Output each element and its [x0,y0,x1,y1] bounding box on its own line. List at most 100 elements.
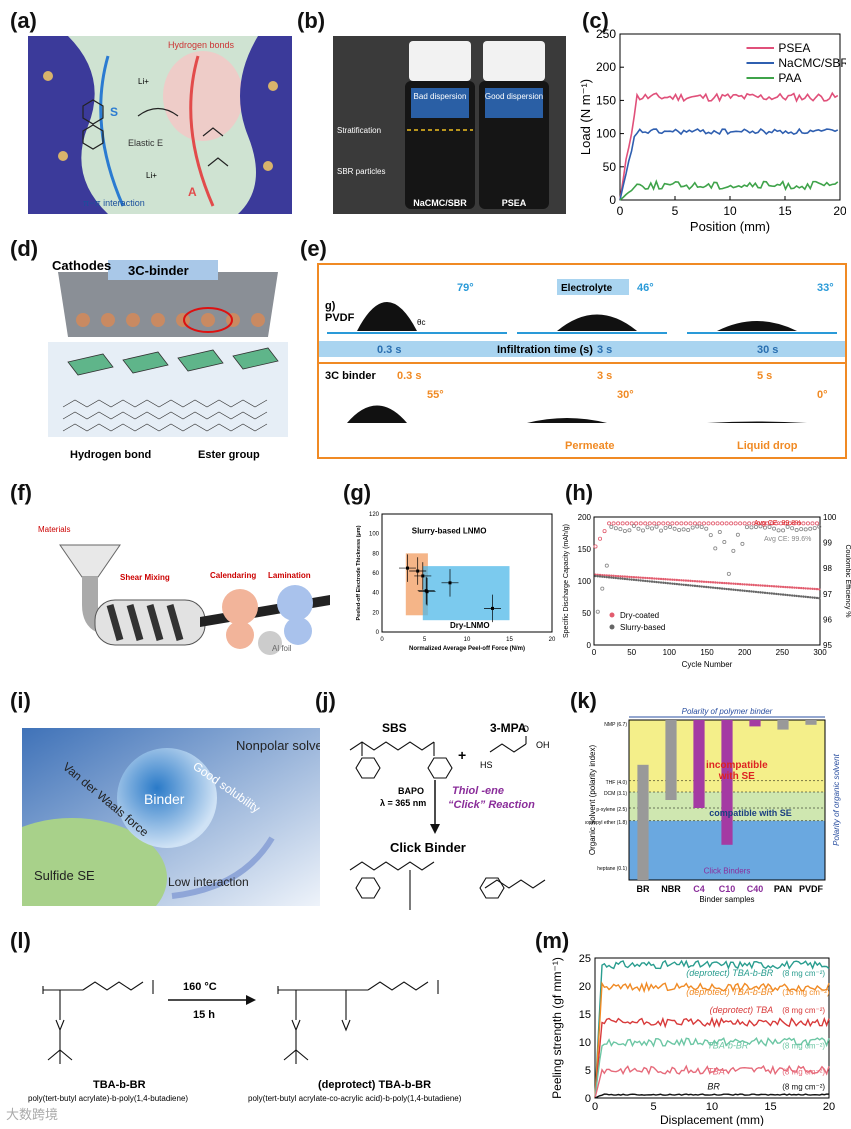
solvent-label: DCM (3.1) [604,791,627,797]
time-5-bottom: 5 s [757,370,772,382]
ce-point-dry [724,521,729,526]
y2-tick-label: 97 [823,590,832,599]
y-axis-label: Organic solvent (polarity index) [588,745,597,856]
x-axis-label: Normalized Average Peel-off Force (N/m) [409,646,525,652]
label-click-binders: Click Binders [704,867,751,876]
capacity-point-dry [707,580,710,584]
legend-label: PAA [778,71,801,85]
ce-point-slurry [645,525,650,530]
x-tick-label: 10 [723,204,737,218]
capacity-point-dry [630,575,633,579]
capacity-point-dry [799,586,803,590]
label-avg-ce-dry: Avg CE: 99.8% [754,520,801,527]
series-line [594,1036,830,1099]
capacity-point-dry [698,580,701,583]
label-hydrogen-bond: Hydrogen bond [70,449,151,461]
capacity-point-slurry [698,585,701,588]
binder-bar-nbr [665,720,677,800]
legend-marker [609,624,615,630]
ce-point-dry [683,521,688,526]
ce-point-dry [715,521,720,526]
capacity-point-slurry [668,582,672,585]
binder-bar-pan [777,720,789,730]
ce-point-slurry [663,525,668,530]
ce-point-slurry [722,540,727,545]
capacity-point-dry [711,581,715,584]
ce-point-dry [774,521,779,526]
capacity-point-dry [734,582,737,586]
plot-frame [381,513,553,633]
y-tick-label: 100 [578,577,592,586]
capacity-point-slurry [666,581,670,585]
capacity-point-slurry [637,579,640,582]
label-binder: Binder [144,791,185,807]
ce-point-dry [616,521,621,526]
legend-label: NaCMC/SBR [778,56,846,70]
capacity-point-slurry [711,586,715,589]
ce-point-dry [805,521,810,526]
ce-point-slurry [744,525,749,530]
capacity-point-slurry [682,583,685,586]
label-thiol-ene: Thiol -ene [452,785,504,797]
label-pvdf: PVDF [325,312,355,324]
capacity-point-slurry [644,579,647,583]
ce-point-slurry [758,524,763,529]
series-line-paa [619,179,839,201]
capacity-point-dry [761,584,764,587]
capacity-point-slurry [793,594,796,597]
angle-79: 79° [457,282,474,294]
capacity-point-slurry [601,575,604,578]
ce-point-slurry [785,524,790,529]
panel-e-illustration: g) PVDF Electrolyte 79° 46° 33° θc 0.3 s… [317,263,847,459]
ce-point-slurry [600,586,605,591]
ce-point-dry [656,521,661,526]
label-compatible: compatible with SE [709,808,792,818]
capacity-point-dry [813,587,816,591]
label-cathodes: Cathodes [52,258,111,273]
panel-a-illustration: Hydrogen bonds π−π interaction Elastic E… [28,36,292,214]
ce-point-dry [738,521,743,526]
ce-point-slurry [794,528,799,533]
capacity-point-dry [725,582,728,585]
capacity-point-slurry [723,587,726,590]
ce-point-dry [792,521,797,526]
time-0-3-top: 0.3 s [377,344,401,356]
capacity-point-dry [646,576,649,580]
panel-b-photo: Bad dispersion Good dispersion Stratific… [333,36,566,214]
x-tick-label: 300 [813,648,827,657]
series-name: BR [707,1082,720,1092]
label-incompatible: incompatible [706,760,768,771]
capacity-point-dry [757,584,760,587]
label-hydrogen-bonds: Hydrogen bonds [168,40,235,50]
series-line [594,980,830,1099]
capacity-point-dry [784,585,787,589]
x-tick-label: 150 [700,648,714,657]
y2-tick-label: 95 [823,641,832,650]
ce-point-dry [756,521,761,526]
capacity-point-slurry [605,575,609,579]
capacity-point-slurry [646,579,649,583]
x-tick-label: 15 [778,204,792,218]
ce-point-slurry [753,524,758,529]
ce-point-dry [810,521,815,526]
capacity-point-dry [779,585,783,588]
capacity-point-dry [759,584,762,587]
binder-label: PAN [774,884,792,894]
label-elastic: Elastic E [128,138,163,148]
binder-label: NBR [661,884,681,894]
x-tick-label: 15 [506,637,513,643]
capacity-point-slurry [648,580,651,583]
ce-point-slurry [595,609,600,614]
angle-0: 0° [817,389,828,401]
capacity-point-slurry [786,593,789,597]
data-point [406,566,409,570]
ce-point-slurry [772,526,777,531]
panel-f-illustration: Materials Shear Mixing Calendaring Lamin… [38,525,330,655]
x-axis-label: Binder samples [699,895,754,904]
capacity-point-dry [696,580,699,583]
capacity-point-slurry [734,588,737,592]
label-materials: Materials [38,525,70,534]
capacity-point-slurry [709,586,712,589]
y2-tick-label: 100 [823,513,837,522]
capacity-point-dry [605,574,609,577]
